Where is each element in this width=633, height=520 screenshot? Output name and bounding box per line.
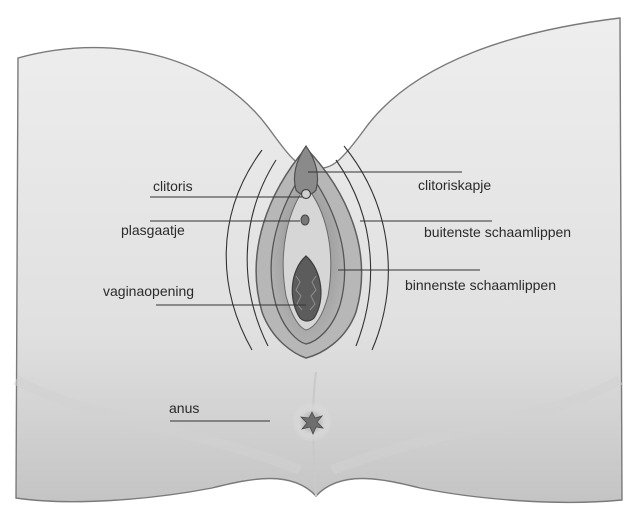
clitoral-hood <box>294 146 317 195</box>
label-outer-labia: buitenste schaamlippen <box>424 224 571 240</box>
label-clitoral-hood: clitoriskapje <box>418 177 491 193</box>
label-vaginal-opening: vaginaopening <box>103 283 194 299</box>
clitoris <box>302 190 311 199</box>
label-anus: anus <box>169 400 199 416</box>
label-urethral-opening: plasgaatje <box>121 222 185 238</box>
label-clitoris: clitoris <box>153 178 193 194</box>
urethral-opening <box>301 215 309 225</box>
label-inner-labia: binnenste schaamlippen <box>405 277 556 293</box>
